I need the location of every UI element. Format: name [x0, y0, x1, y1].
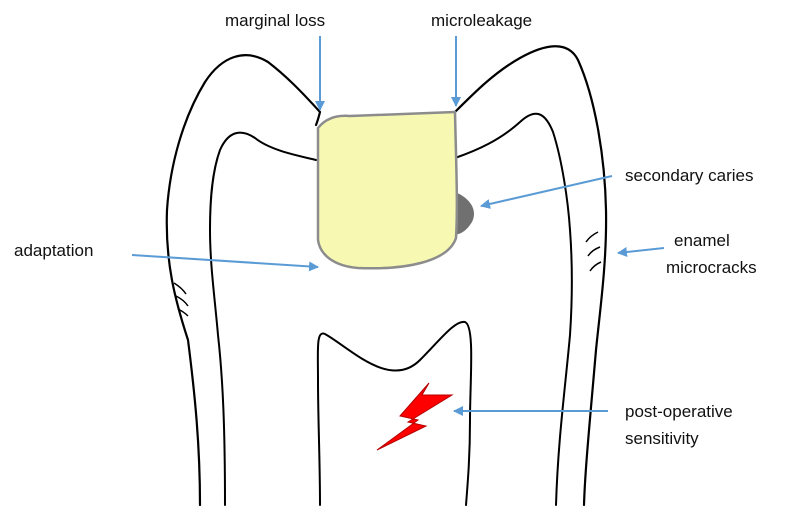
- label-adaptation: adaptation: [14, 240, 93, 262]
- restoration-filling: [318, 112, 457, 268]
- label-sensitivity: sensitivity: [625, 428, 699, 450]
- arrow-enamel-microcracks: [618, 248, 664, 253]
- lightning-bolt-icon: [377, 383, 452, 450]
- label-microleakage: microleakage: [431, 10, 532, 32]
- arrow-secondary-caries: [481, 176, 612, 206]
- label-enamel: enamel: [674, 230, 730, 252]
- label-secondary-caries: secondary caries: [625, 165, 754, 187]
- enamel-microcracks-right: [586, 232, 601, 271]
- arrow-adaptation: [132, 255, 318, 267]
- label-microcracks: microcracks: [666, 257, 757, 279]
- label-post-operative: post-operative: [625, 401, 733, 423]
- label-marginal-loss: marginal loss: [225, 10, 325, 32]
- pulp-chamber-outline: [318, 322, 471, 505]
